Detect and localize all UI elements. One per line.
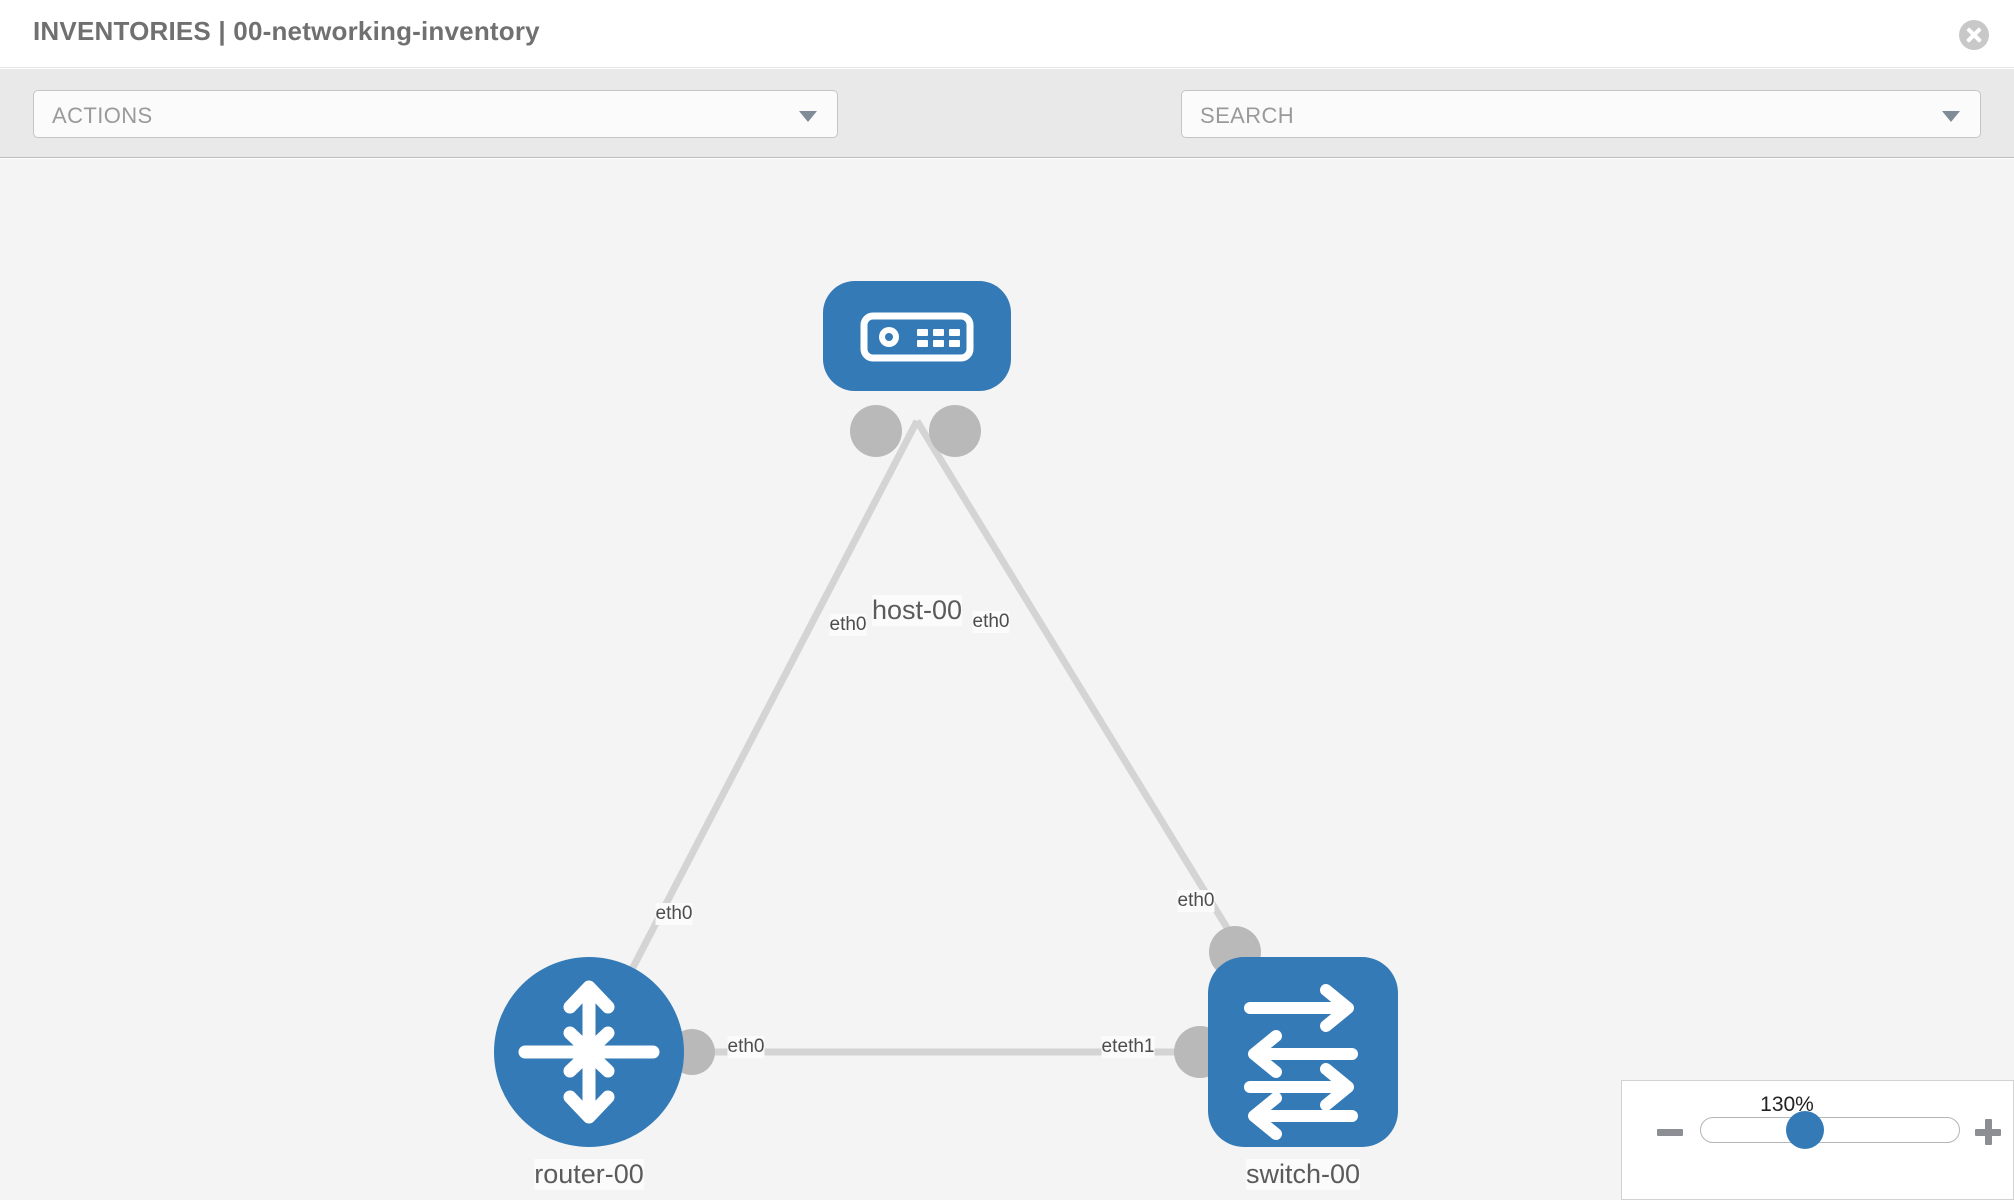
server-icon-details — [879, 327, 960, 347]
iface-label-host00-right: eth0 — [972, 611, 1010, 633]
node-router-00[interactable] — [494, 957, 684, 1147]
minus-icon[interactable] — [1657, 1129, 1683, 1136]
chevron-down-icon — [1942, 111, 1960, 122]
node-host-00-shape[interactable] — [823, 281, 1011, 391]
node-label-router-00: router-00 — [534, 1159, 644, 1190]
zoom-slider-thumb[interactable] — [1786, 1111, 1824, 1149]
actions-dropdown[interactable]: ACTIONS — [33, 90, 838, 138]
toolbar: ACTIONS SEARCH — [0, 69, 2014, 196]
page-header: INVENTORIES | 00-networking-inventory — [0, 0, 2014, 68]
topology-canvas[interactable]: host-00 router-00 switch-00 eth0 eth0 et… — [0, 159, 2014, 1200]
switch-arrows-icon — [1244, 984, 1358, 1140]
search-input[interactable]: SEARCH — [1181, 90, 1981, 138]
plus-icon[interactable] — [1975, 1119, 2001, 1145]
iface-label-router00-uplink: eth0 — [655, 903, 693, 925]
topology-graph — [494, 281, 1398, 1147]
interface-bubble-host00-left[interactable] — [850, 405, 902, 457]
node-label-host-00: host-00 — [871, 595, 963, 626]
iface-label-switch00-eth1: eth1 — [1117, 1036, 1155, 1058]
page-title: INVENTORIES | 00-networking-inventory — [33, 16, 540, 46]
zoom-control-panel: 130% — [1621, 1080, 2014, 1200]
close-icon[interactable] — [1959, 20, 1989, 50]
chevron-down-icon — [799, 111, 817, 122]
actions-dropdown-label: ACTIONS — [52, 103, 153, 128]
zoom-slider-track[interactable] — [1700, 1117, 1960, 1143]
iface-label-router00-eth0: eth0 — [727, 1036, 765, 1058]
router-arrows-icon — [518, 980, 660, 1124]
link-host00-router00[interactable] — [585, 419, 921, 1054]
iface-label-host00-left: eth0 — [829, 614, 867, 636]
server-icon — [860, 312, 974, 362]
topology-links — [585, 419, 1306, 1056]
search-placeholder: SEARCH — [1200, 103, 1295, 128]
zoom-level-value: 130% — [1760, 1093, 1814, 1116]
node-switch-00[interactable] — [1208, 957, 1398, 1147]
interface-bubble-host00-right[interactable] — [929, 405, 981, 457]
node-label-switch-00: switch-00 — [1245, 1159, 1361, 1190]
node-host-00[interactable] — [823, 281, 1011, 391]
iface-label-switch00-uplink: eth0 — [1177, 890, 1215, 912]
